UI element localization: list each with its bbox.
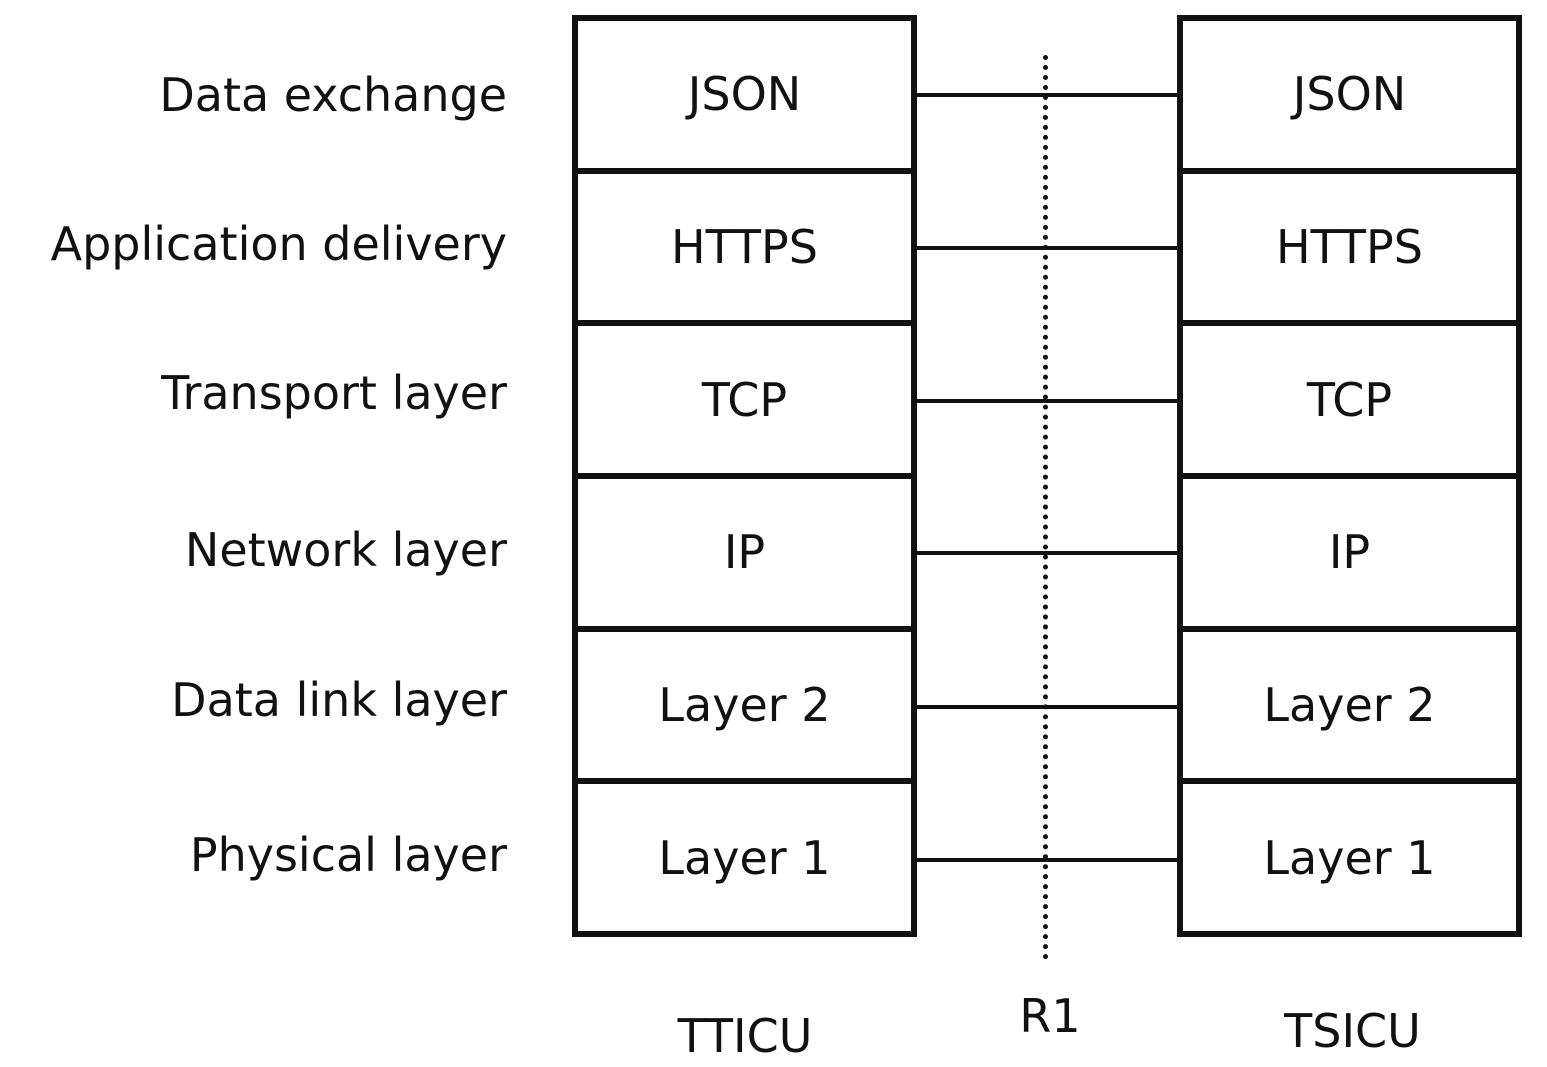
right-cell-application-delivery: HTTPS (1183, 174, 1516, 327)
left-cell-data-exchange: JSON (578, 21, 911, 174)
right-cell-physical: Layer 1 (1263, 830, 1436, 885)
layer-label-application-delivery: Application delivery (50, 217, 507, 271)
layer-label-transport: Transport layer (161, 366, 507, 420)
right-protocol-stack: JSON HTTPS TCP IP Layer 2 Layer 1 (1177, 15, 1522, 937)
left-cell-data-link: Layer 2 (578, 632, 911, 785)
left-endpoint-label: TTICU (677, 1009, 813, 1063)
reference-point-dotted-line (1043, 55, 1048, 960)
right-cell-network: IP (1183, 479, 1516, 632)
left-protocol-stack: JSON HTTPS TCP IP Layer 2 Layer 1 (572, 15, 917, 937)
left-cell-physical: Layer 1 (658, 830, 831, 885)
left-cell-application-delivery: HTTPS (578, 174, 911, 327)
left-cell-transport: TCP (578, 326, 911, 480)
layer-label-physical: Physical layer (189, 828, 507, 882)
layer-label-data-exchange: Data exchange (159, 68, 507, 122)
reference-point-label: R1 (1019, 989, 1081, 1043)
right-cell-data-exchange: JSON (1183, 21, 1516, 174)
right-endpoint-label: TSICU (1284, 1004, 1421, 1058)
left-cell-network: IP (578, 479, 911, 632)
layer-label-network: Network layer (184, 523, 507, 577)
right-cell-data-link: Layer 2 (1183, 632, 1516, 785)
right-cell-transport: TCP (1183, 326, 1516, 480)
layer-label-data-link: Data link layer (171, 673, 507, 727)
